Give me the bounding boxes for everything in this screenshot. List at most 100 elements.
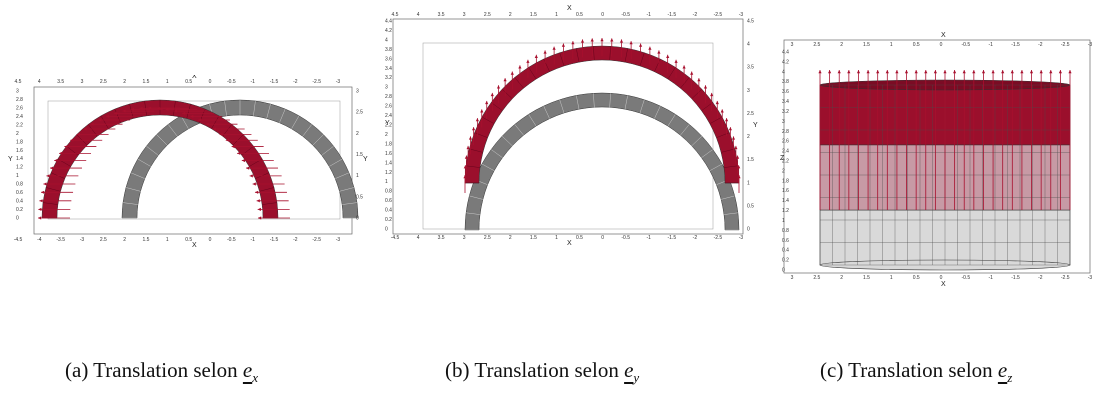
panel-c-arrow-head	[1029, 70, 1034, 74]
panel-a-top-tick-label: 1	[166, 79, 169, 85]
panel-b-arrow-head	[737, 165, 741, 169]
panel-b-arrow-head	[674, 59, 678, 63]
panel-c-arrow-head	[933, 70, 937, 74]
panel-c-left-tick-label: 4.4	[782, 50, 789, 56]
panel-a-gray-mesh-line	[125, 187, 141, 192]
panel-a-arrow-head	[252, 182, 256, 186]
panel-c-arrow-head	[914, 70, 918, 74]
panel-b-red-mesh-line	[481, 116, 495, 124]
panel-b-gray-mesh-line	[466, 212, 481, 215]
panel-a-right-tick-label: 2	[356, 131, 359, 137]
panel-c-arrow-head	[1049, 70, 1053, 74]
panel-c-left-tick-label: 2.4	[782, 149, 789, 155]
panel-b-top-tick-label: 1	[555, 12, 558, 18]
panel-a-left-tick-label: 1.6	[16, 148, 23, 154]
panel-a-arrow-head	[231, 145, 235, 149]
panel-a-left-tick-label: 1.8	[16, 139, 23, 145]
panel-a-right-tick-label: 2.5	[356, 110, 363, 116]
caption-b-subscript: y	[633, 370, 640, 386]
panel-b-arrow-head	[610, 38, 614, 42]
panel-c-arrow-head	[1039, 70, 1043, 74]
panel-a-arrow-head	[39, 199, 43, 203]
panel-c-bottom-axis-label: X	[941, 281, 946, 288]
panel-b-gray-mesh-line	[481, 163, 495, 171]
panel-b-red-mesh-line	[721, 148, 735, 153]
panel-a-arrow-head	[256, 199, 260, 203]
panel-b-right-tick-label: 4	[747, 42, 750, 48]
panel-a-top-tick-label: -2.5	[312, 79, 321, 85]
panel-b-red-mesh-line	[691, 89, 703, 99]
panel-b-bottom-tick-label: -4.5	[391, 235, 400, 241]
panel-b-gray-arch	[464, 92, 740, 231]
panel-a-gray-mesh-line	[321, 146, 334, 156]
panel-b-arrow-head	[639, 43, 643, 47]
panel-b-arrow-head	[731, 136, 736, 140]
panel-b-gray-mesh-line	[721, 195, 735, 200]
panel-b-arrow-head	[464, 155, 468, 159]
panel-c-arrow-head	[828, 70, 832, 74]
panel-b-gray-mesh-line	[469, 195, 483, 200]
panel-b-right-tick-label: 4.5	[747, 19, 754, 25]
panel-b-top-tick-label: 4.5	[392, 12, 399, 18]
panel-b-red-mesh-line	[576, 48, 580, 63]
panel-b-bottom-tick-label: 1.5	[530, 235, 537, 241]
panel-b-bottom-tick-label: 2.5	[484, 235, 491, 241]
panel-a-left-tick-label: 2.2	[16, 122, 23, 128]
panel-c-left-tick-label: 2.8	[782, 129, 789, 135]
panel-a-arrow-head	[105, 114, 110, 118]
panel-a-arrow-head	[190, 114, 194, 118]
panel-b-left-tick-label: 4.2	[385, 28, 392, 34]
panel-a-left-tick-label: 1.4	[16, 156, 23, 162]
panel-b-arrow-head	[736, 155, 740, 159]
panel-b-bottom-axis-label: X	[567, 240, 572, 247]
panel-b-top-tick-label: 2	[509, 12, 512, 18]
panel-b-bottom-tick-label: -0.5	[621, 235, 630, 241]
panel-b-red-mesh-line	[654, 58, 661, 72]
panel-b-arrow-head	[710, 92, 714, 97]
panel-b-top-tick-label: -3	[739, 12, 744, 18]
panel-a-gray-mesh-line	[224, 100, 227, 116]
panel-b-left-tick-label: 4	[385, 37, 388, 43]
panel-b-arrow-head	[725, 118, 729, 122]
panel-b-arrow-head	[629, 41, 633, 45]
panel-b-top-tick-label: -0.5	[621, 12, 630, 18]
panel-a-right-tick-label: 3	[356, 89, 359, 95]
panel-a-arrow-head	[182, 111, 186, 115]
panel-b-bottom-tick-label: -1	[646, 235, 651, 241]
panel-a-left-tick-label: 3	[16, 89, 19, 95]
panel-a-left-tick-label: 0.6	[16, 190, 23, 196]
panel-c-left-tick-label: 0.8	[782, 228, 789, 234]
panel-a-right-axis-label: Y	[363, 156, 368, 163]
panel-a-red-mesh-line	[45, 187, 61, 192]
panel-b-arrow-head	[468, 136, 473, 140]
panel-a-arrow-head	[76, 132, 80, 136]
panel-b-gray-mesh-line	[514, 124, 524, 136]
panel-b-gray-mesh-line	[639, 99, 645, 114]
panel-b-gray-mesh-line	[528, 114, 537, 127]
panel-a-red-mesh-line	[241, 146, 254, 156]
panel-b-red-mesh-line	[716, 132, 730, 138]
panel-b-arrow-head	[657, 50, 661, 54]
panel-c-top-tick-label: -1	[988, 42, 993, 48]
panel-b-left-tick-label: 0.2	[385, 217, 392, 223]
panel-b-arrow-head	[475, 118, 479, 122]
panel-a-arrow-head	[46, 174, 50, 178]
panel-c-bottom-tick-label: -0.5	[961, 275, 970, 281]
panel-a-arrow-head	[130, 107, 134, 111]
panel-a-gray-mesh-line	[168, 124, 178, 137]
panel-c-bottom-tick-label: 1.5	[863, 275, 870, 281]
panel-b-red-mesh-line	[639, 52, 645, 67]
panel-b-right-tick-label: 3	[747, 88, 750, 94]
panel-b-left-tick-label: 3.4	[385, 66, 392, 72]
panel-b-red-mesh-line	[469, 148, 483, 153]
panel-b-gray-mesh-line	[491, 149, 503, 158]
panel-c-top-tick-label: -2	[1038, 42, 1043, 48]
panel-b-frame	[392, 18, 744, 235]
panel-b-arrow-head	[480, 109, 484, 113]
panel-c-bottom-tick-label: 3	[791, 275, 794, 281]
panel-a-top-tick-label: -0.5	[227, 79, 236, 85]
panel-a-top-axis-label: X	[192, 75, 197, 80]
panel-a-top-tick-label: 3.5	[57, 79, 64, 85]
